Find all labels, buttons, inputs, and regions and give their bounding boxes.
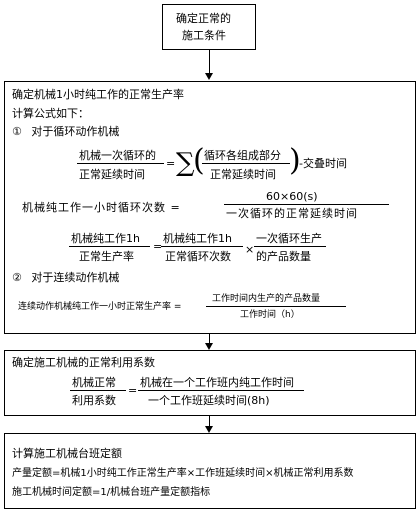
f4-numerator: 工作时间内生产的产品数量 xyxy=(212,294,321,304)
item1-heading: ① 对于循环动作机械 xyxy=(12,125,119,138)
f5-lhs-denominator: 利用系数 xyxy=(72,394,116,407)
f5-lhs-numerator: 机械正常 xyxy=(72,376,116,389)
section3-title: 计算施工机械台班定额 xyxy=(12,447,122,460)
step-box-line1: 确定正常的 xyxy=(176,12,231,25)
f2-lhs: 机械纯工作一小时循环次数 = xyxy=(22,201,181,214)
f4-fraction-bar xyxy=(206,306,346,307)
section3-line1: 产量定额=机械1小时纯工作正常生产率×工作班延续时间×机械正常利用系数 xyxy=(12,468,354,479)
f1-lhs-denominator: 正常延续时间 xyxy=(79,168,145,181)
arrowhead-2 xyxy=(205,343,213,350)
f3-right-fraction-bar xyxy=(254,246,326,247)
step-box-line2: 施工条件 xyxy=(182,29,226,42)
f1-equals: = xyxy=(166,157,176,170)
f2-fraction-bar xyxy=(224,204,389,205)
connector-arrow-1 xyxy=(209,50,210,74)
f1-right-paren: ) xyxy=(289,143,301,178)
f5-denominator: 一个工作班延续时间(8h) xyxy=(148,394,270,407)
f1-lhs-fraction-bar xyxy=(77,163,164,164)
f1-inner-fraction-bar xyxy=(202,163,290,164)
f3-right-numerator: 一次循环生产 xyxy=(256,232,322,245)
step-box-shift-quota xyxy=(4,433,416,509)
f1-lhs-numerator: 机械一次循环的 xyxy=(79,149,156,162)
f1-tail: -交叠时间 xyxy=(299,157,347,170)
calc-intro: 计算公式如下： xyxy=(12,107,89,120)
step-box-normal-conditions xyxy=(162,4,256,50)
item1-label: 对于循环动作机械 xyxy=(31,125,120,138)
f1-inner-denominator: 正常延续时间 xyxy=(210,168,276,181)
f1-sigma: ∑ xyxy=(176,148,195,178)
item2-label: 对于连续动作机械 xyxy=(31,271,120,284)
section3-line2: 施工机械时间定额=1/机械台班产量定额指标 xyxy=(12,487,211,498)
item1-marker: ① xyxy=(12,125,22,138)
f2-numerator: 60×60(s) xyxy=(266,190,318,203)
step-box-productivity xyxy=(4,81,416,334)
f3-equals: = xyxy=(153,240,163,253)
f4-denominator: 工作时间（h） xyxy=(240,310,300,320)
f2-denominator: 一次循环的正常延续时间 xyxy=(226,207,358,220)
f5-equals: = xyxy=(128,384,138,397)
f3-times: × xyxy=(245,243,255,256)
section1-title: 确定机械1小时纯工作的正常生产率 xyxy=(12,88,184,101)
f3-mid-denominator: 正常循环次数 xyxy=(165,250,231,263)
f5-fraction-bar xyxy=(138,390,304,391)
f3-right-denominator: 的产品数量 xyxy=(256,250,311,263)
arrowhead-3 xyxy=(205,426,213,433)
section2-title: 确定施工机械的正常利用系数 xyxy=(12,356,155,369)
f1-inner-numerator: 循环各组成部分 xyxy=(204,149,281,162)
f3-lhs-fraction-bar xyxy=(69,246,150,247)
item2-heading: ② 对于连续动作机械 xyxy=(12,271,119,284)
arrowhead-1 xyxy=(205,73,213,80)
f1-left-paren: ( xyxy=(193,143,205,178)
f3-lhs-denominator: 正常生产率 xyxy=(79,250,134,263)
item2-marker: ② xyxy=(12,271,22,284)
f4-lhs: 连续动作机械纯工作一小时正常生产率 = xyxy=(18,302,182,312)
f5-numerator: 机械在一个工作班内纯工作时间 xyxy=(140,376,294,389)
f3-mid-fraction-bar xyxy=(161,246,243,247)
f5-lhs-fraction-bar xyxy=(70,390,126,391)
connector-arrow-2 xyxy=(209,334,210,345)
connector-arrow-3 xyxy=(209,416,210,428)
f3-lhs-numerator: 机械纯工作1h xyxy=(71,232,140,245)
step-box-utilization xyxy=(4,350,416,416)
f3-mid-numerator: 机械纯工作1h xyxy=(163,232,232,245)
